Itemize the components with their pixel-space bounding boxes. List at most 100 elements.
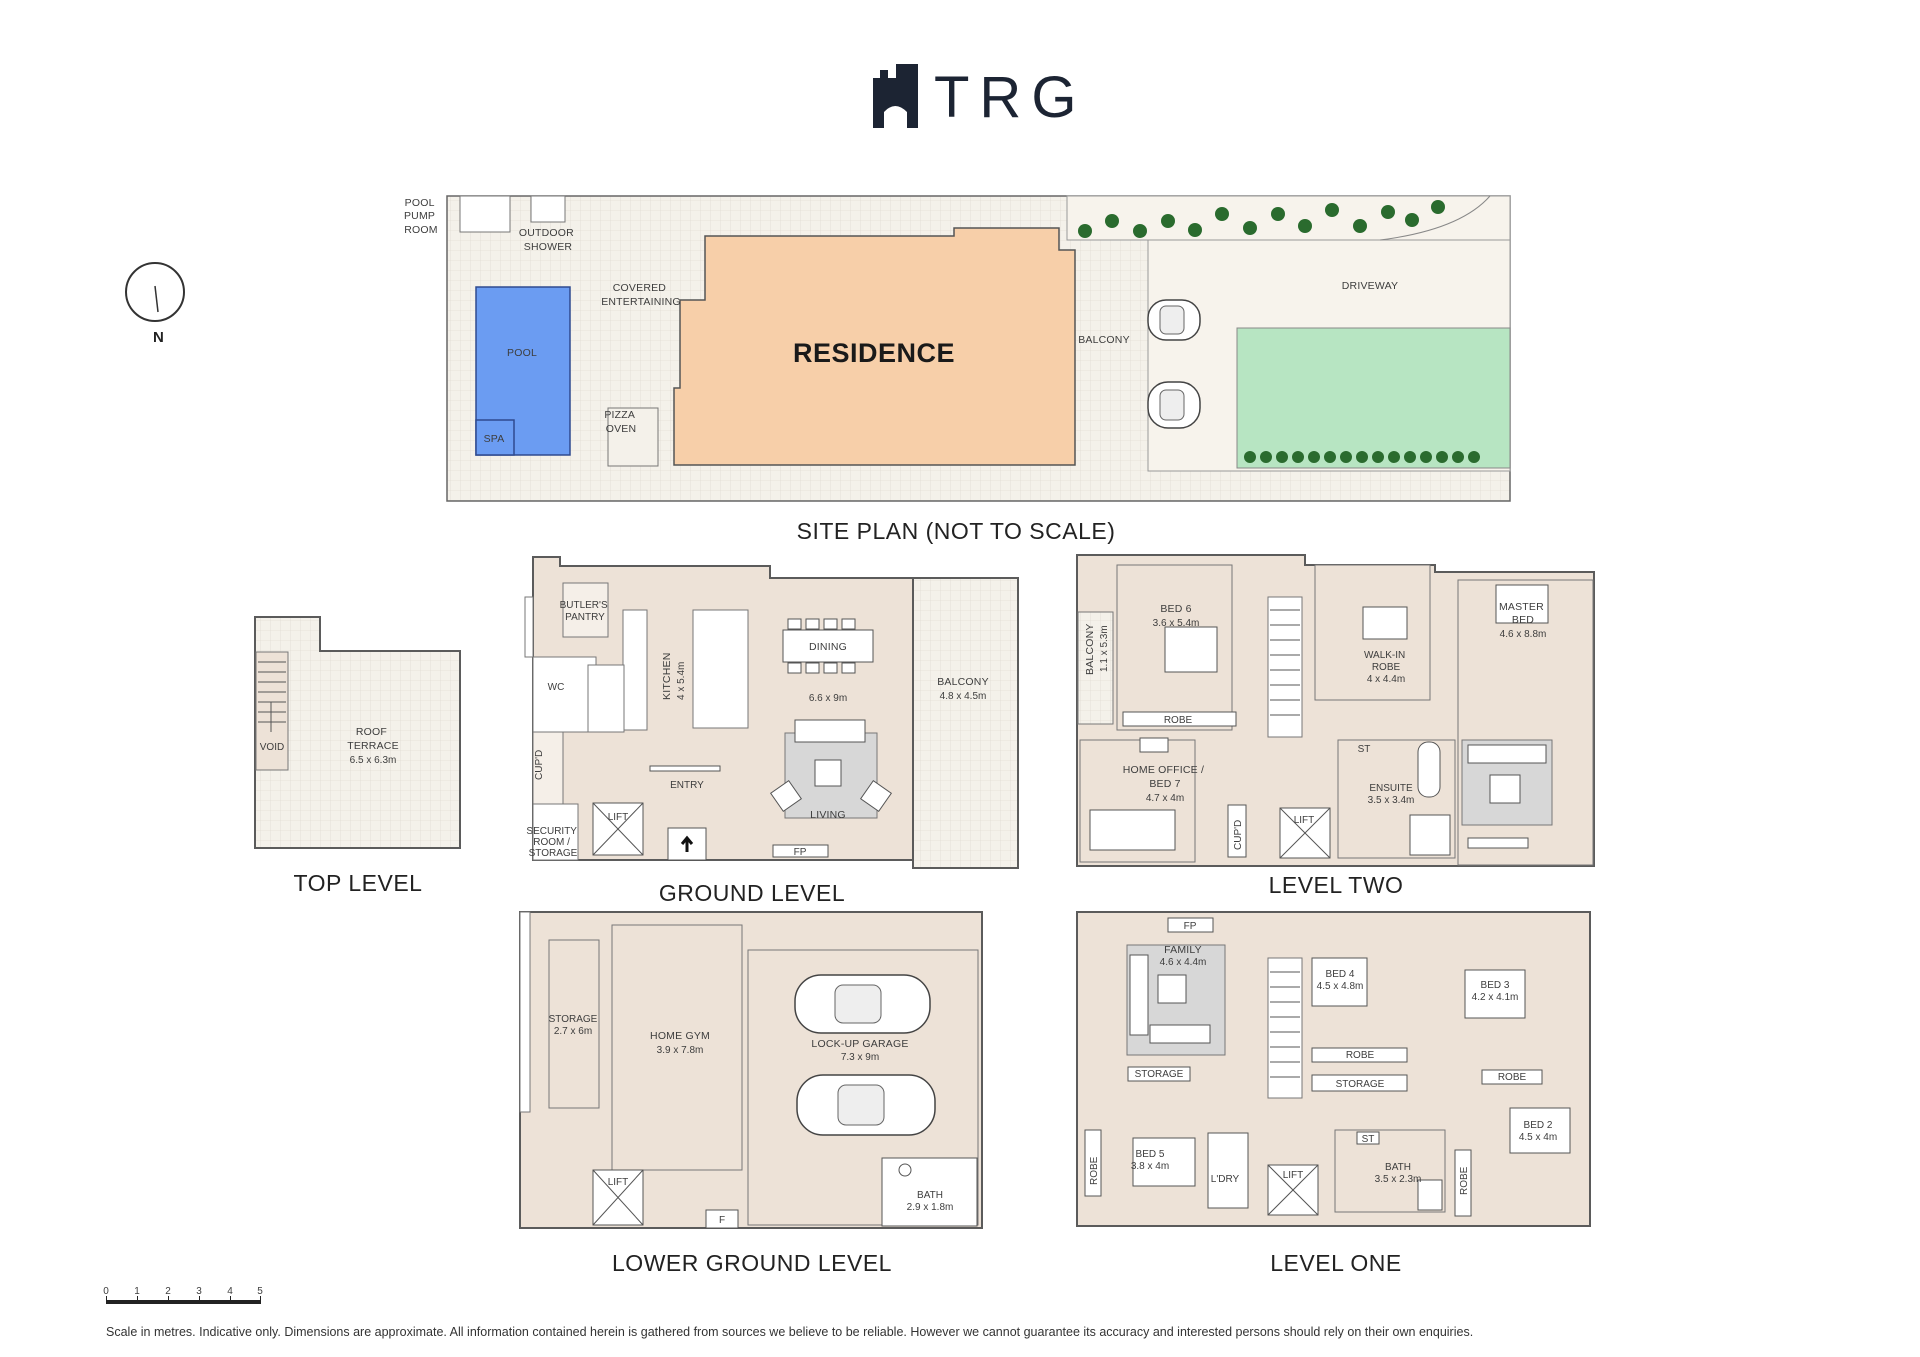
bed4-dim: 4.5 x 4.8m <box>1317 981 1364 992</box>
walkin-robe-label: WALK-IN ROBE <box>1364 650 1408 673</box>
compass-label: N <box>153 329 164 346</box>
top-level-title: TOP LEVEL <box>294 870 423 896</box>
spa-label: SPA <box>484 433 505 445</box>
scale-tick-0: 0 <box>103 1286 109 1297</box>
pizza-oven-label: PIZZA OVEN <box>604 409 637 435</box>
walkin-robe-dim: 4 x 4.4m <box>1367 674 1405 685</box>
pool-pump-room-label: POOL PUMP ROOM <box>404 197 438 236</box>
site-plan-title: SITE PLAN (NOT TO SCALE) <box>797 518 1116 544</box>
bed4-label: BED 4 <box>1326 969 1355 980</box>
bed2-dim: 4.5 x 4m <box>1519 1132 1557 1143</box>
scale-tick-3: 3 <box>196 1286 202 1297</box>
scale-tick-2: 2 <box>165 1286 171 1297</box>
bed6-robe-label: ROBE <box>1164 715 1193 726</box>
level-two-title: LEVEL TWO <box>1269 872 1404 898</box>
castle-icon <box>873 64 918 128</box>
level-two-plan: BALCONY 1.1 x 5.3m BED 6 3.6 x 5.4m ROBE… <box>1076 554 1595 898</box>
lower-lift-label: LIFT <box>608 1177 629 1188</box>
driveway-label: DRIVEWAY <box>1342 280 1398 292</box>
security-label: SECURITY ROOM / STORAGE <box>526 826 579 859</box>
ground-level-plan: BUTLER'S PANTRY KITCHEN 4 x 5.4m DINING … <box>524 556 1019 906</box>
hedge-row-bottom <box>1244 451 1480 463</box>
laundry-label: L'DRY <box>1211 1174 1240 1185</box>
pool-label: POOL <box>507 347 537 359</box>
level-two-balcony-dim: 1.1 x 5.3m <box>1099 625 1110 672</box>
ground-balcony-label: BALCONY <box>937 676 989 688</box>
level-one-lift-label: LIFT <box>1283 1170 1304 1181</box>
void-label: VOID <box>260 742 284 753</box>
bed3-dim: 4.2 x 4.1m <box>1472 992 1519 1003</box>
lower-storage-label: STORAGE <box>549 1014 598 1025</box>
car-icon <box>1147 299 1201 341</box>
family-label: FAMILY <box>1164 944 1202 956</box>
hedge-row-top <box>1078 200 1445 238</box>
north-compass: N <box>125 262 185 346</box>
master-bed-dim: 4.6 x 8.8m <box>1500 629 1547 640</box>
level-two-cupd-label: CUP'D <box>1233 820 1244 850</box>
level-one-storage-center-label: STORAGE <box>1336 1079 1385 1090</box>
level-one-fp-label: FP <box>1184 921 1197 932</box>
bed3-label: BED 3 <box>1481 980 1510 991</box>
master-bed-label: MASTER BED <box>1499 601 1547 626</box>
car-icon <box>796 1074 936 1136</box>
scale-tick-5: 5 <box>257 1286 263 1297</box>
spa <box>475 419 515 456</box>
living-dim: 6.6 x 9m <box>809 693 847 704</box>
residence-label: RESIDENCE <box>793 338 955 368</box>
ground-cupd-label: CUP'D <box>534 750 545 780</box>
level-one-robe-bed4-label: ROBE <box>1346 1050 1375 1061</box>
bed5-dim: 3.8 x 4m <box>1131 1161 1169 1172</box>
scale-tick-1: 1 <box>134 1286 140 1297</box>
ensuite-dim: 3.5 x 3.4m <box>1368 795 1415 806</box>
level-two-st-label: ST <box>1358 744 1371 755</box>
level-one-title: LEVEL ONE <box>1270 1250 1401 1276</box>
bed5-label: BED 5 <box>1136 1149 1165 1160</box>
car-icon <box>1147 381 1201 429</box>
brand-name: TRG <box>934 65 1086 130</box>
dining-label: DINING <box>809 641 847 653</box>
bed2-label: BED 2 <box>1524 1120 1553 1131</box>
ground-level-title: GROUND LEVEL <box>659 880 845 906</box>
level-one-bath-label: BATH <box>1385 1162 1411 1173</box>
scale-tick-4: 4 <box>227 1286 233 1297</box>
lower-bath-label: BATH <box>917 1190 943 1201</box>
roof-terrace-dim: 6.5 x 6.3m <box>350 755 397 766</box>
home-gym-dim: 3.9 x 7.8m <box>657 1045 704 1056</box>
level-one-storage-left-label: STORAGE <box>1135 1069 1184 1080</box>
home-gym-label: HOME GYM <box>650 1030 710 1042</box>
living-label: LIVING <box>810 809 846 821</box>
level-one-bath-dim: 3.5 x 2.3m <box>1375 1174 1422 1185</box>
dining-table <box>782 629 874 663</box>
entry-arrow-icon <box>680 835 694 852</box>
ensuite-label: ENSUITE <box>1369 783 1413 794</box>
roof-terrace-label: ROOF TERRACE <box>347 726 399 752</box>
lower-storage-dim: 2.7 x 6m <box>554 1026 592 1037</box>
lower-bath-dim: 2.9 x 1.8m <box>907 1202 954 1213</box>
top-level-plan: VOID ROOF TERRACE 6.5 x 6.3m TOP LEVEL <box>254 616 461 896</box>
level-one-robe-bed2-label: ROBE <box>1459 1166 1470 1195</box>
level-one-st-label: ST <box>1362 1134 1375 1145</box>
site-balcony-label: BALCONY <box>1078 334 1130 346</box>
lower-ground-plan: STORAGE 2.7 x 6m HOME GYM 3.9 x 7.8m LOC… <box>519 911 983 1276</box>
home-office-label: HOME OFFICE / BED 7 <box>1123 764 1207 790</box>
level-two-balcony-label: BALCONY <box>1084 623 1096 675</box>
brand-logo: TRG <box>873 64 1086 130</box>
wc-label: WC <box>548 682 565 693</box>
lower-f-label: F <box>719 1215 725 1226</box>
entry-label: ENTRY <box>670 780 704 791</box>
scale-bar: 0 1 2 3 4 5 <box>103 1286 263 1304</box>
lower-ground-title: LOWER GROUND LEVEL <box>612 1250 892 1276</box>
garage-dim: 7.3 x 9m <box>841 1052 879 1063</box>
bed6-dim: 3.6 x 5.4m <box>1153 618 1200 629</box>
ground-balcony-dim: 4.8 x 4.5m <box>940 691 987 702</box>
kitchen-label: KITCHEN <box>661 653 673 701</box>
level-two-lift-label: LIFT <box>1294 815 1315 826</box>
bed6-label: BED 6 <box>1160 603 1191 615</box>
garage-label: LOCK-UP GARAGE <box>811 1038 908 1050</box>
level-one-robe-bed3-label: ROBE <box>1498 1072 1527 1083</box>
disclaimer: Scale in metres. Indicative only. Dimens… <box>106 1325 1473 1339</box>
car-icon <box>794 974 931 1034</box>
covered-entertaining-label: COVERED ENTERTAINING <box>601 282 681 308</box>
ground-fp-label: FP <box>794 847 807 858</box>
